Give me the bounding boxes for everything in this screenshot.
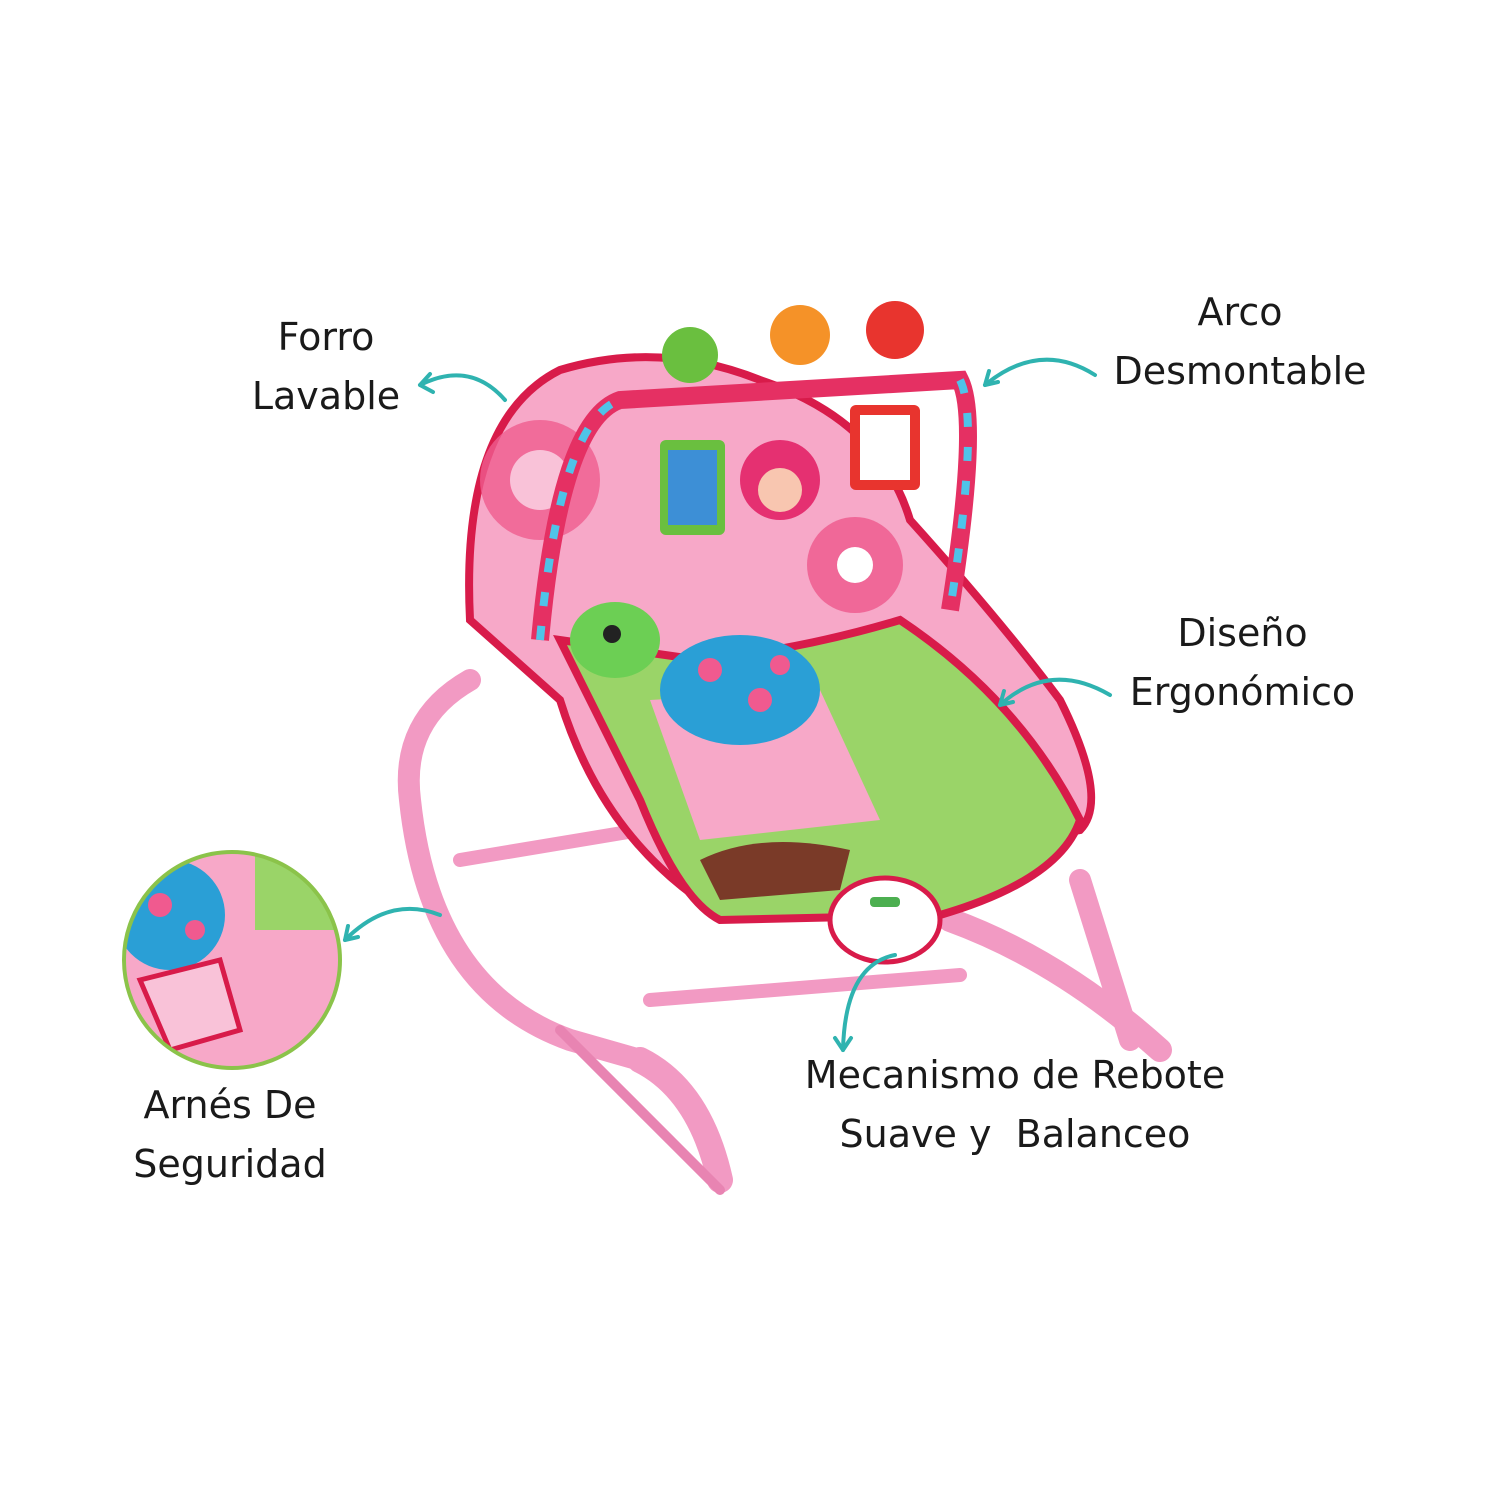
arrow-diseno <box>998 677 1112 707</box>
label-mecanismo-rebote: Mecanismo de Rebote Suave y Balanceo <box>760 1046 1270 1164</box>
label-diseno-line2: Ergonómico <box>1129 670 1356 714</box>
rocker-frame <box>397 669 1172 1195</box>
turtle-decoration <box>570 602 820 745</box>
arrow-arco <box>983 357 1097 387</box>
label-mecanismo-line1: Mecanismo de Rebote <box>804 1053 1226 1097</box>
label-arnes-line2: Seguridad <box>133 1142 327 1186</box>
callout-arrows <box>343 357 1112 1052</box>
label-diseno-ergonomico: Diseño Ergonómico <box>1100 604 1385 722</box>
label-diseno-line1: Diseño <box>1177 611 1308 655</box>
arrow-forro <box>418 373 507 402</box>
label-arnes-seguridad: Arnés De Seguridad <box>110 1076 350 1194</box>
label-forro-line1: Forro <box>277 315 375 359</box>
harness-zoom-circle <box>122 850 342 1070</box>
label-arco-desmontable: Arco Desmontable <box>1090 283 1390 401</box>
label-arco-line1: Arco <box>1197 290 1283 334</box>
label-forro-line2: Lavable <box>251 374 401 418</box>
arrow-mecanismo <box>841 953 897 1052</box>
label-forro-lavable: Forro Lavable <box>236 308 416 426</box>
arrow-arnes <box>343 906 442 942</box>
play-arch <box>531 301 977 641</box>
label-arco-line2: Desmontable <box>1113 349 1367 393</box>
label-mecanismo-line2: Suave y Balanceo <box>839 1112 1191 1156</box>
label-arnes-line1: Arnés De <box>143 1083 317 1127</box>
